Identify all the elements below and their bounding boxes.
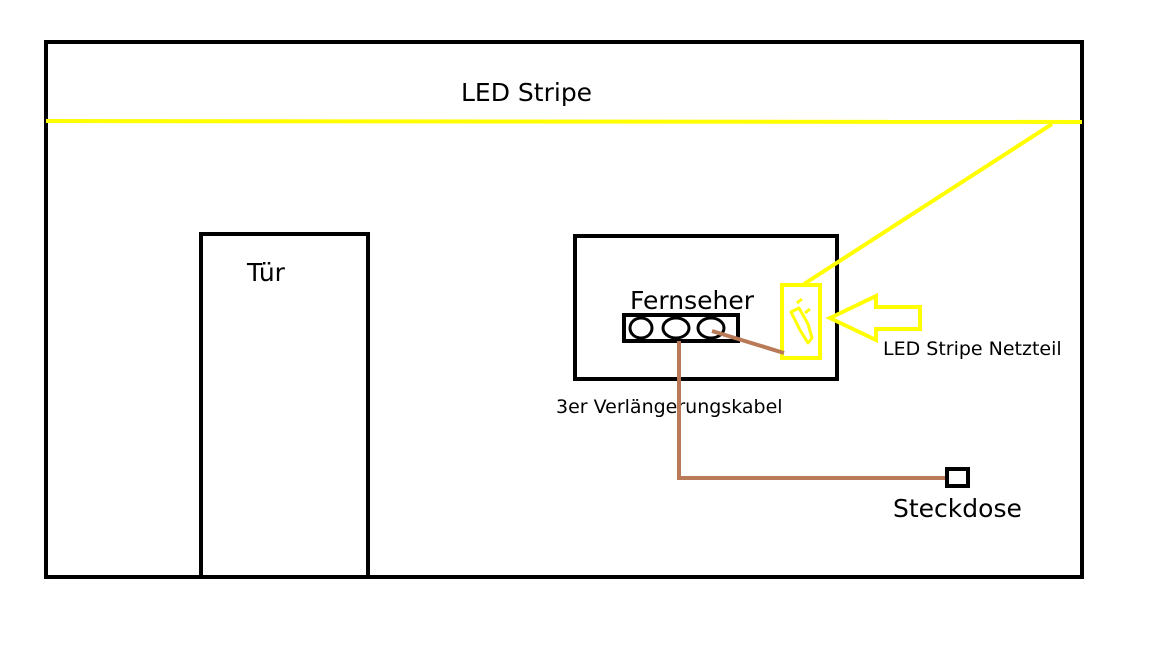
power-supply-label: LED Stripe Netzteil <box>883 338 1062 360</box>
tv-label: Fernseher <box>630 286 755 315</box>
strip-to-supply-cable <box>711 329 785 355</box>
outlet-1 <box>628 316 654 340</box>
door <box>199 232 370 579</box>
outlet-2 <box>661 316 691 340</box>
strip-to-socket-cable <box>677 341 947 480</box>
door-label: Tür <box>246 258 286 287</box>
wall-socket <box>945 467 970 488</box>
arrow-icon <box>825 292 922 344</box>
outlet-3 <box>696 316 726 340</box>
socket-label: Steckdose <box>893 494 1022 523</box>
power-supply <box>780 283 822 360</box>
plug-icon <box>789 297 814 345</box>
led-supply-cable <box>802 122 1054 286</box>
led-stripe-line <box>45 119 1083 124</box>
led-stripe-label: LED Stripe <box>461 78 592 107</box>
extension-cable-label: 3er Verlängerungskabel <box>556 396 783 418</box>
tv <box>573 234 839 381</box>
